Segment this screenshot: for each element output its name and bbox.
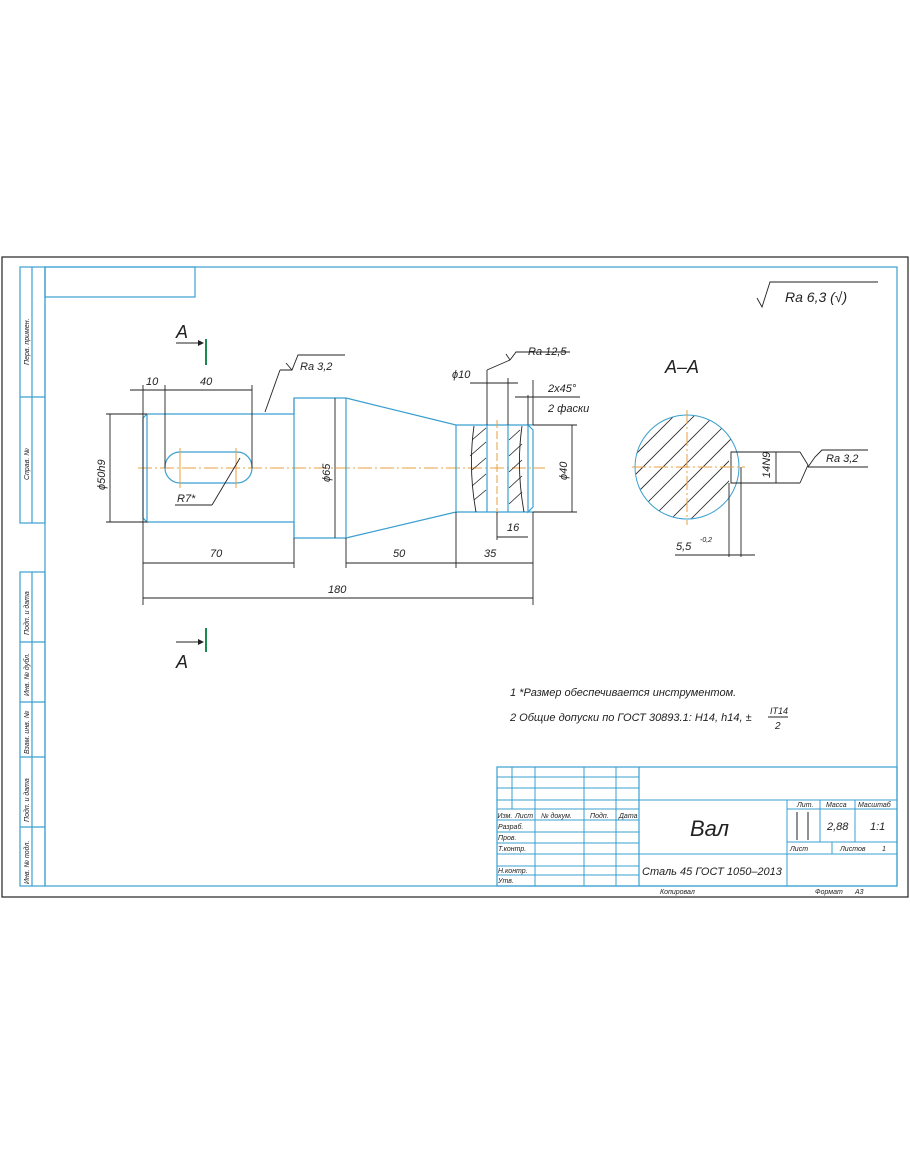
svg-text:Подп.: Подп.	[590, 812, 609, 820]
svg-text:Лит.: Лит.	[796, 802, 813, 809]
dim-16: 16	[507, 522, 520, 534]
dim-35: 35	[484, 548, 497, 560]
sheet-border	[1, 256, 909, 898]
note-fraction-num: IT14	[770, 706, 788, 716]
svg-text:Ra 6,3 (√): Ra 6,3 (√)	[785, 289, 847, 305]
strip-label: Инв. № подл.	[23, 841, 31, 884]
svg-text:№ докум.: № докум.	[541, 812, 572, 820]
notes: 1 *Размер обеспечивается инструментом. 2…	[509, 687, 788, 732]
strip-label: Взам. инв. №	[24, 710, 31, 754]
note-2: 2 Общие допуски по ГОСТ 30893.1: H14, h1…	[509, 712, 752, 724]
strip-label: Справ. №	[24, 448, 31, 480]
material: Сталь 45 ГОСТ 1050–2013	[642, 866, 783, 878]
title-block: Изм. Лист № докум. Подп. Дата Разраб. Пр…	[496, 766, 898, 896]
general-roughness: Ra 6,3 (√)	[756, 281, 878, 309]
svg-text:Н.контр.: Н.контр.	[498, 868, 528, 875]
dim-key-width: 14N9	[761, 452, 773, 478]
dim-d40: ϕ40	[558, 461, 570, 480]
dim-d50: ϕ50h9	[96, 459, 108, 490]
svg-text:Т.контр.: Т.контр.	[498, 846, 526, 853]
side-strip: Перв. примен. Справ. № Подп. и дата Инв.…	[19, 266, 46, 887]
svg-text:Лист: Лист	[514, 813, 533, 820]
strip-label: Подп. и дата	[23, 591, 31, 635]
svg-text:1: 1	[882, 846, 886, 853]
svg-text:A: A	[175, 652, 188, 672]
section-marker-bottom: A	[175, 628, 207, 672]
svg-text:Масса: Масса	[826, 802, 847, 809]
section-title: A–A	[664, 357, 699, 377]
roughness-hole: Ra 12,5	[528, 346, 567, 358]
strip-label: Подп. и дата	[23, 778, 31, 822]
dim-key-depth: 5,5	[676, 541, 692, 553]
dim-70: 70	[210, 548, 223, 560]
dim-d10: ϕ10	[452, 369, 471, 381]
dim-50: 50	[393, 548, 406, 560]
part-title: Вал	[690, 816, 729, 841]
dim-180: 180	[328, 584, 347, 596]
svg-text:А3: А3	[854, 889, 864, 896]
roughness-shaft: Ra 3,2	[300, 361, 332, 373]
svg-text:Листов: Листов	[839, 846, 866, 853]
dim-chamfer: 2x45°	[547, 383, 577, 395]
strip-label: Инв. № дубл.	[23, 653, 31, 696]
svg-text:Разраб.: Разраб.	[498, 823, 523, 831]
svg-text:Дата: Дата	[618, 813, 638, 820]
dim-d65: ϕ65	[321, 463, 333, 482]
strip-label: Перв. примен.	[24, 318, 31, 365]
svg-text:Формат: Формат	[815, 889, 843, 896]
dim-chamfer-count: 2 фаски	[547, 403, 589, 415]
mass-value: 2,88	[826, 821, 849, 833]
dim-key-offset: 10	[146, 376, 159, 388]
svg-text:Масштаб: Масштаб	[858, 801, 892, 809]
dimensions	[106, 351, 580, 605]
svg-text:Копировал: Копировал	[660, 889, 695, 896]
svg-text:Утв.: Утв.	[497, 878, 514, 885]
scale-value: 1:1	[870, 821, 885, 833]
section-marker-top: A	[175, 322, 207, 365]
note-fraction-den: 2	[774, 721, 781, 732]
svg-text:Лист: Лист	[789, 846, 808, 853]
note-1: 1 *Размер обеспечивается инструментом.	[510, 687, 736, 699]
hatching	[469, 427, 523, 505]
svg-text:Изм.: Изм.	[498, 813, 513, 820]
inner-frame	[44, 266, 898, 887]
shaft-view	[138, 397, 545, 539]
dim-key-depth-tol: -0,2	[700, 537, 712, 544]
svg-text:A: A	[175, 322, 188, 342]
svg-text:Пров.: Пров.	[498, 835, 517, 842]
roughness-keyway: Ra 3,2	[826, 453, 858, 465]
note-fraction: IT14 2	[768, 706, 788, 732]
dim-key-radius: R7*	[177, 493, 196, 505]
dim-key-length: 40	[200, 376, 213, 388]
section-a-a: A–A 14N9 5,5 -0,2 Ra 3,2	[632, 357, 868, 557]
top-left-box	[44, 266, 196, 298]
